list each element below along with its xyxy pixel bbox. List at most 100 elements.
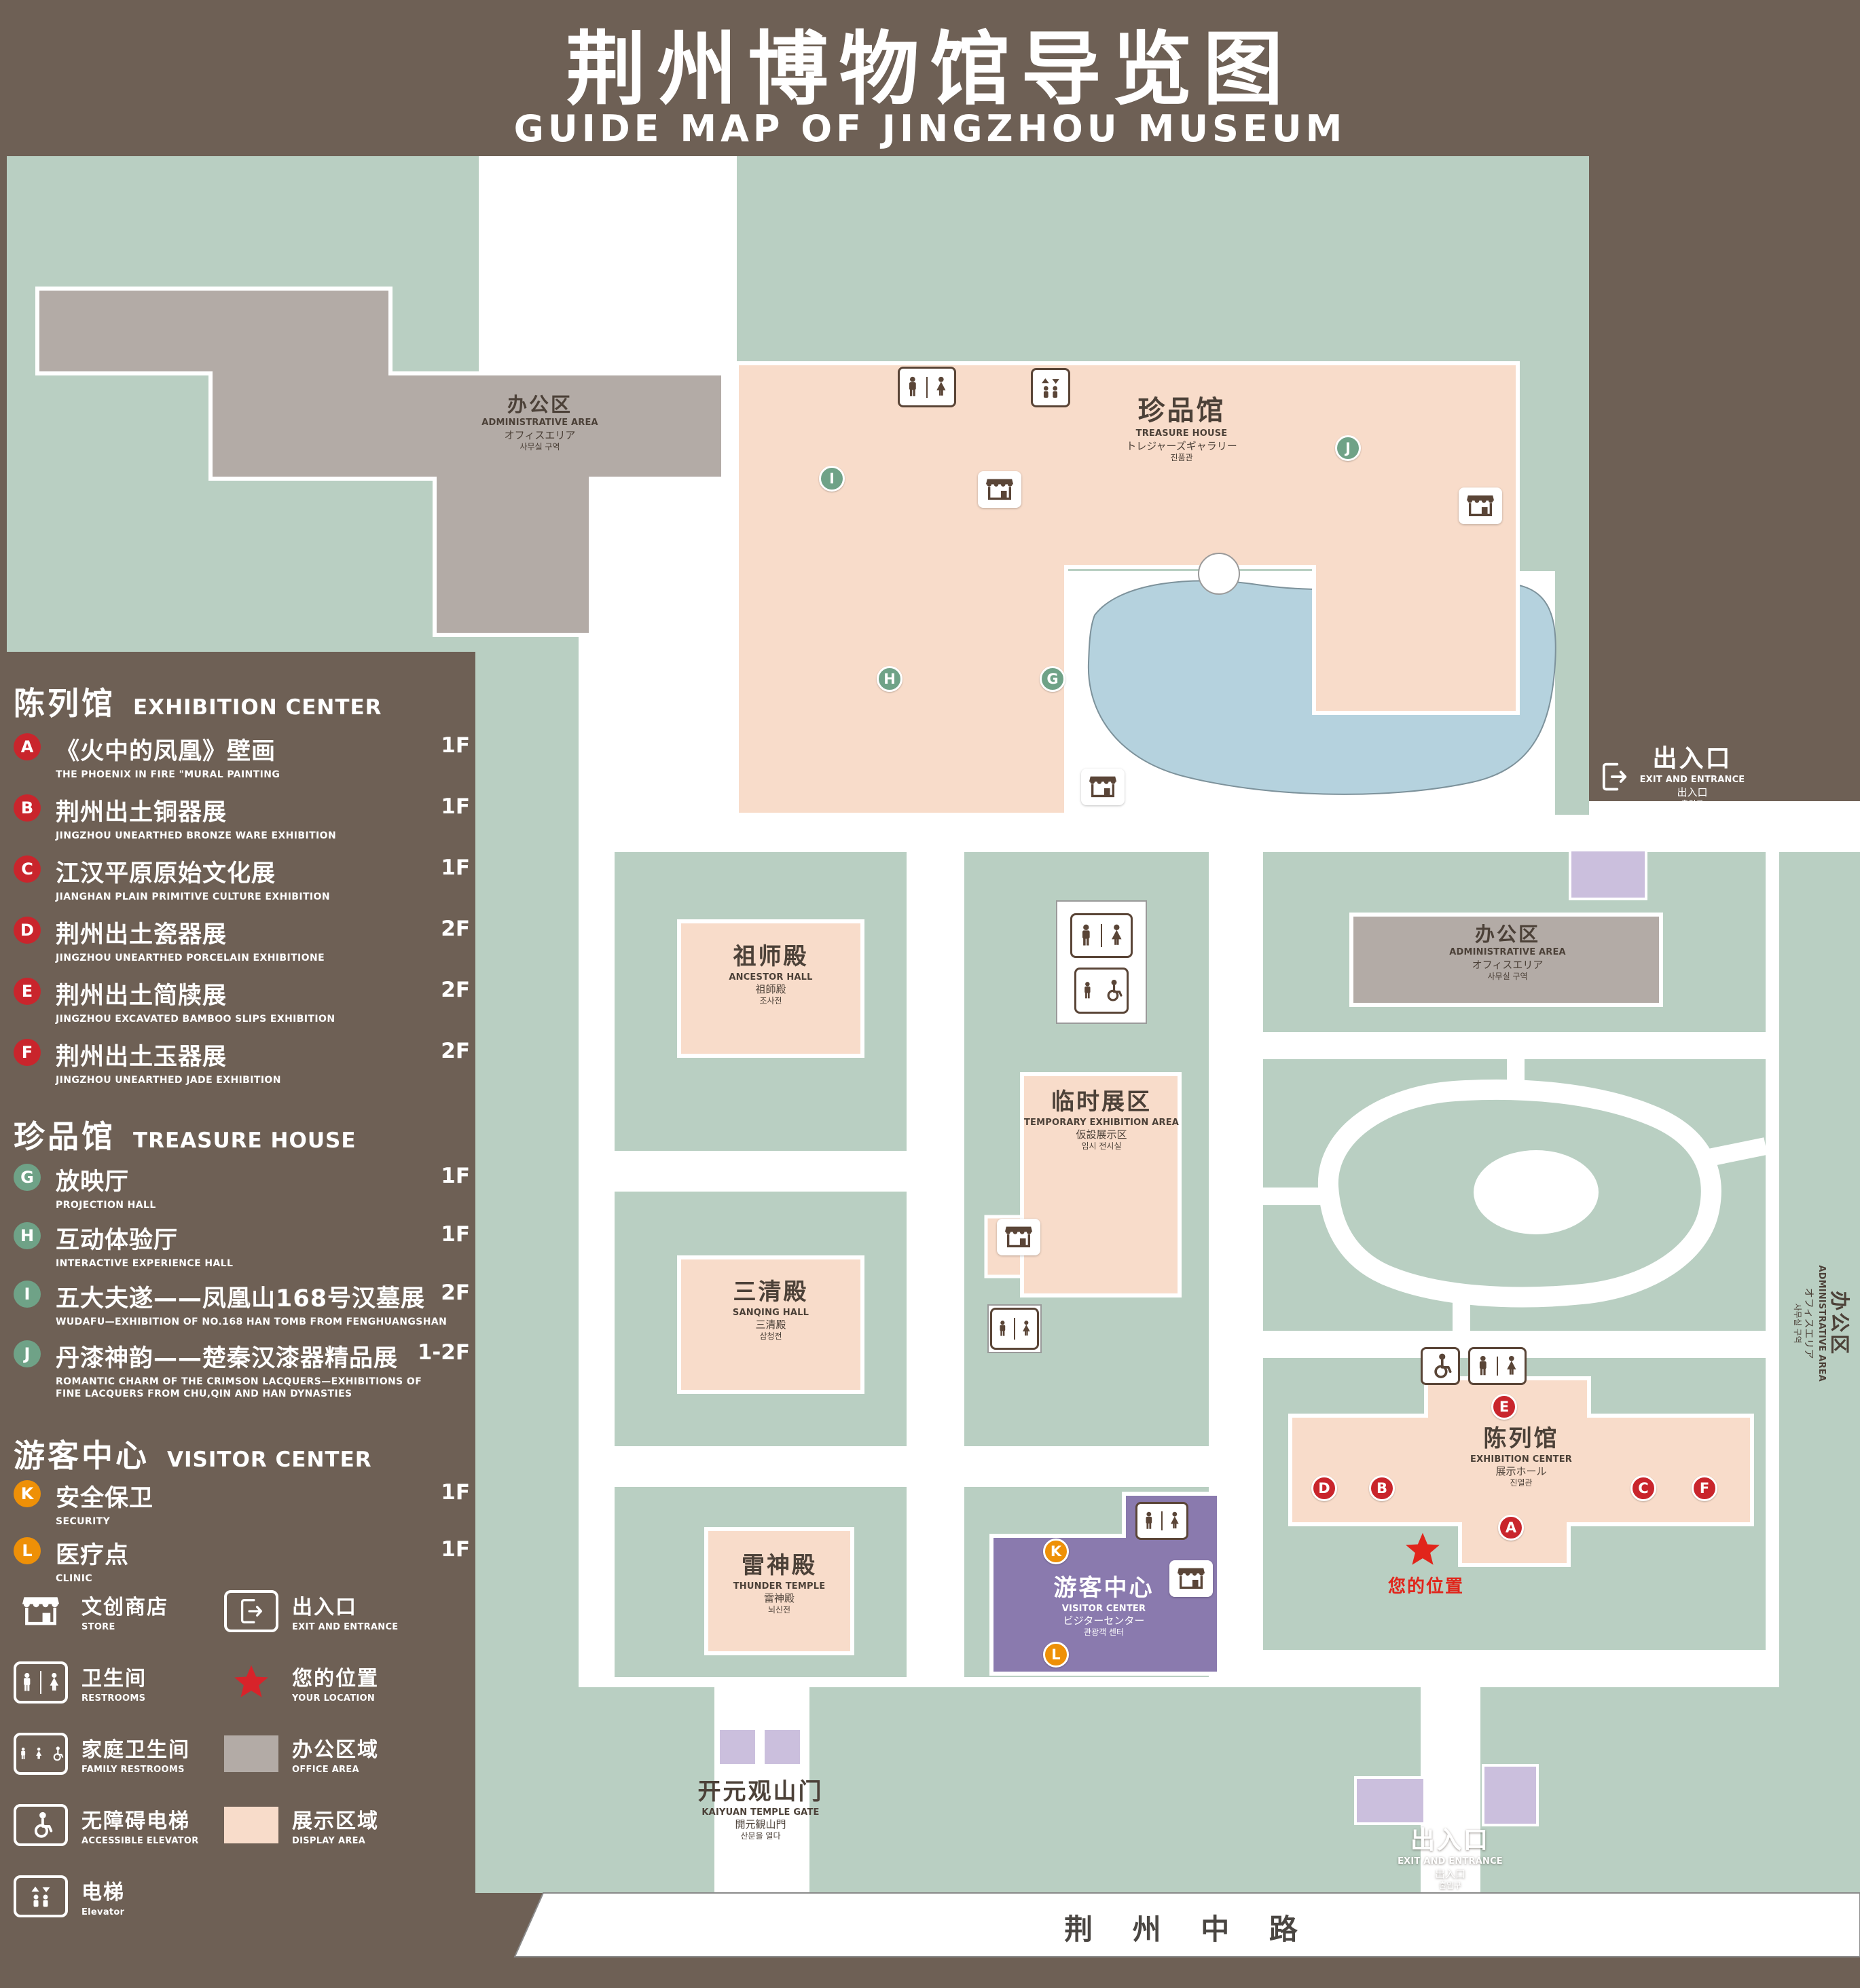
- thunder-temple-label: 雷神殿 THUNDER TEMPLE 雷神殿 뇌신전: [733, 1552, 826, 1615]
- exit-icon: [1597, 759, 1632, 794]
- treasure-house-label: 珍品馆 TREASURE HOUSE トレジャーズギャラリー 진품관: [1126, 395, 1237, 462]
- family-restroom-icon: [1074, 968, 1129, 1014]
- kaiyuan-gate-label: 开元观山门 KAIYUAN TEMPLE GATE 開元観山門 산문을 열다: [697, 1778, 824, 1841]
- display-area-swatch: [224, 1807, 278, 1843]
- accessible-elevator-icon: [1421, 1347, 1460, 1385]
- list-item-i: I 五大夫遂——凤凰山168号汉墓展 WUDAFU—EXHIBITION OF …: [14, 1279, 470, 1328]
- garden-paths: [1263, 1059, 1768, 1331]
- temporary-exhibition-label: 临时展区 TEMPORARY EXHIBITION AREA 仮設展示区 임시 …: [1023, 1088, 1180, 1152]
- road: [513, 1892, 1860, 1957]
- ancestor-hall-label: 祖师殿 ANCESTOR HALL 祖師殿 조사전: [729, 943, 813, 1006]
- restroom-icon: [1070, 913, 1133, 958]
- store-icon: [997, 1219, 1040, 1255]
- badge-b: B: [14, 794, 41, 822]
- badge-h: H: [14, 1222, 41, 1249]
- office-area-swatch: [224, 1735, 278, 1772]
- your-location-label: 您的位置: [1387, 1577, 1464, 1597]
- admin-right-label: 办公区 ADMINISTRATIVE AREA オフィスエリア 사무실 구역: [1793, 1265, 1852, 1382]
- treasure-house-building: [735, 361, 1520, 817]
- exit-path: [1421, 1650, 1480, 1893]
- store-icon: [1459, 487, 1502, 524]
- badge-d: D: [14, 917, 41, 944]
- list-item-e: E 荆州出土简牍展 JINGZHOU EXCAVATED BAMBOO SLIP…: [14, 976, 470, 1025]
- elevator-icon: [1031, 368, 1070, 407]
- badge-k: K: [14, 1480, 41, 1507]
- exit-icon: [224, 1590, 278, 1632]
- marker-j: J: [1335, 435, 1361, 461]
- family-restroom-icon: [14, 1733, 68, 1775]
- location-star-icon: [224, 1661, 278, 1704]
- road-label: 荆 州 中 路: [1064, 1913, 1313, 1946]
- store-icon: [1081, 769, 1125, 805]
- marker-h: H: [877, 666, 902, 692]
- marker-e: E: [1491, 1394, 1517, 1420]
- badge-l: L: [14, 1537, 41, 1564]
- section-header-treasure-house: 珍品馆 TREASURE HOUSE: [14, 1118, 357, 1155]
- restroom-icon: [1135, 1502, 1188, 1540]
- badge-i: I: [14, 1281, 41, 1308]
- store-icon: [1169, 1560, 1213, 1597]
- page-title: 荆州博物馆导览图: [566, 22, 1294, 116]
- admin-mid-building: [1349, 913, 1663, 1007]
- section-header-visitor-center: 游客中心 VISITOR CENTER: [14, 1437, 372, 1474]
- list-item-h: H 互动体验厅 INTERACTIVE EXPERIENCE HALL 1F: [14, 1221, 470, 1270]
- marker-d: D: [1311, 1475, 1337, 1501]
- badge-e: E: [14, 978, 41, 1005]
- restroom-icon: [14, 1661, 68, 1704]
- list-item-g: G 放映厅 PROJECTION HALL 1F: [14, 1162, 470, 1211]
- badge-f: F: [14, 1039, 41, 1066]
- marker-g: G: [1040, 666, 1065, 692]
- badge-j: J: [14, 1340, 41, 1367]
- list-item-j: J 丹漆神韵——楚秦汉漆器精品展 ROMANTIC CHARM OF THE C…: [14, 1339, 470, 1400]
- thunder-temple-building: [704, 1527, 854, 1655]
- admin-top-label: 办公区 ADMINISTRATIVE AREA オフィスエリア 사무실 구역: [481, 393, 598, 452]
- exit-right-label: 出入口 EXIT AND ENTRANCE 出入口 출입구: [1575, 743, 1766, 809]
- marker-b: B: [1369, 1475, 1395, 1501]
- sanqing-hall-label: 三清殿 SANQING HALL 三清殿 삼청전: [732, 1278, 809, 1342]
- badge-g: G: [14, 1164, 41, 1191]
- badge-c: C: [14, 855, 41, 883]
- temporary-exhibition-building: [1020, 1072, 1182, 1297]
- marker-k: K: [1043, 1539, 1069, 1564]
- gate-path: [714, 1687, 809, 1893]
- store-icon: [14, 1590, 68, 1632]
- list-item-k: K 安全保卫 SECURITY 1F: [14, 1479, 470, 1528]
- restroom-icon: [1468, 1347, 1527, 1385]
- section-header-exhibition-center: 陈列馆 EXHIBITION CENTER: [14, 685, 382, 722]
- admin-top-building: [35, 287, 725, 637]
- badge-a: A: [14, 733, 41, 760]
- marker-l: L: [1043, 1642, 1069, 1668]
- exhibition-center-label: 陈列馆 EXHIBITION CENTER 展示ホール 진열관: [1470, 1425, 1572, 1488]
- elevator-icon: [14, 1875, 68, 1917]
- your-location-star-icon: [1403, 1530, 1442, 1570]
- list-item-l: L 医疗点 CLINIC 1F: [14, 1536, 470, 1585]
- marker-f: F: [1692, 1475, 1717, 1501]
- page-subtitle: GUIDE MAP OF JINGZHOU MUSEUM: [513, 107, 1347, 150]
- sanqing-hall-building: [677, 1255, 864, 1394]
- marker-c: C: [1630, 1475, 1656, 1501]
- service-buildings: [717, 849, 1647, 1826]
- accessible-elevator-icon: [14, 1804, 68, 1846]
- list-item-f: F 荆州出土玉器展 JINGZHOU UNEARTHED JADE EXHIBI…: [14, 1037, 470, 1086]
- store-icon: [978, 471, 1021, 508]
- list-item-d: D 荆州出土瓷器展 JINGZHOU UNEARTHED PORCELAIN E…: [14, 915, 470, 964]
- pond-notch: [1198, 553, 1240, 595]
- marker-i: I: [819, 466, 845, 492]
- ancestor-hall-building: [677, 919, 864, 1058]
- list-item-c: C 江汉平原原始文化展 JIANGHAN PLAIN PRIMITIVE CUL…: [14, 854, 470, 903]
- marker-a: A: [1498, 1515, 1524, 1541]
- list-item-a: A 《火中的凤凰》壁画 THE PHOENIX IN FIRE "MURAL P…: [14, 732, 470, 781]
- admin-mid-label: 办公区 ADMINISTRATIVE AREA オフィスエリア 사무실 구역: [1449, 923, 1566, 981]
- exit-bottom-label: 出入口 EXIT AND ENTRANCE 出入口 출입구: [1398, 1826, 1503, 1890]
